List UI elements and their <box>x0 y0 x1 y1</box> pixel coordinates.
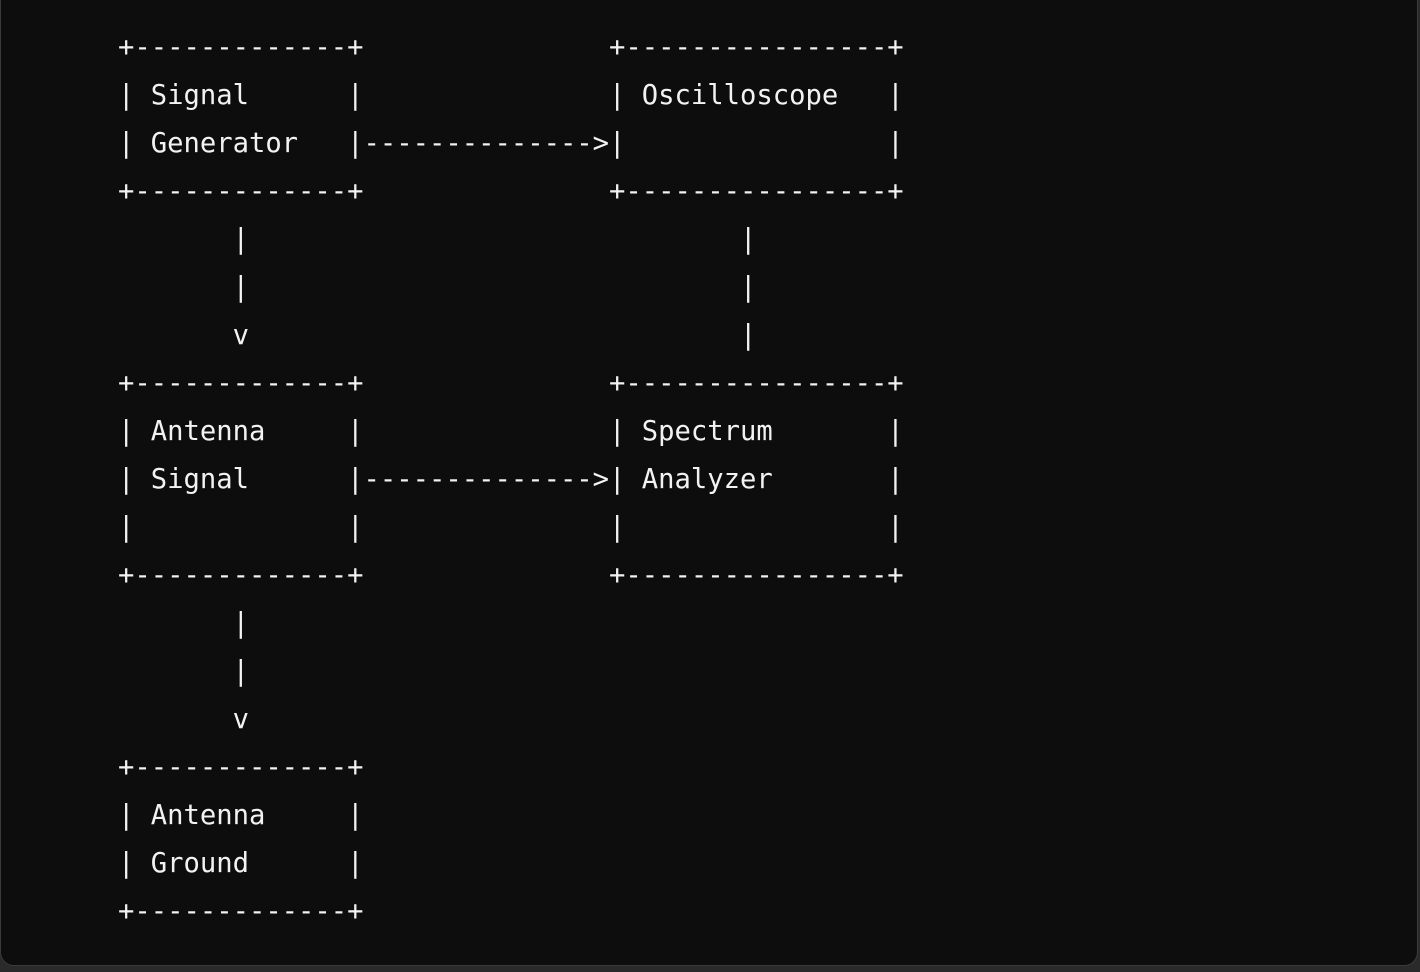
diagram-line: | <box>118 656 249 687</box>
diagram-line: +-------------+ +----------------+ <box>118 176 904 207</box>
diagram-line: | | <box>118 272 757 303</box>
diagram-line: +-------------+ <box>118 752 364 783</box>
ascii-diagram: +-------------+ +----------------+ | Sign… <box>118 24 904 936</box>
diagram-line: +-------------+ +----------------+ <box>118 560 904 591</box>
diagram-line: | Antenna | <box>118 800 364 831</box>
diagram-line: +-------------+ +----------------+ <box>118 32 904 63</box>
diagram-line: v <box>118 704 249 735</box>
diagram-line: | Signal |-------------->| Analyzer | <box>118 464 904 495</box>
diagram-line: v | <box>118 320 757 351</box>
diagram-line: | <box>118 608 249 639</box>
diagram-line: | Signal | | Oscilloscope | <box>118 80 904 111</box>
diagram-line: +-------------+ <box>118 896 364 927</box>
diagram-line: | | | | <box>118 512 904 543</box>
diagram-line: | Antenna | | Spectrum | <box>118 416 904 447</box>
diagram-line: | Generator |-------------->| | <box>118 128 904 159</box>
diagram-line: +-------------+ +----------------+ <box>118 368 904 399</box>
diagram-line: | Ground | <box>118 848 364 879</box>
diagram-line: | | <box>118 224 757 255</box>
